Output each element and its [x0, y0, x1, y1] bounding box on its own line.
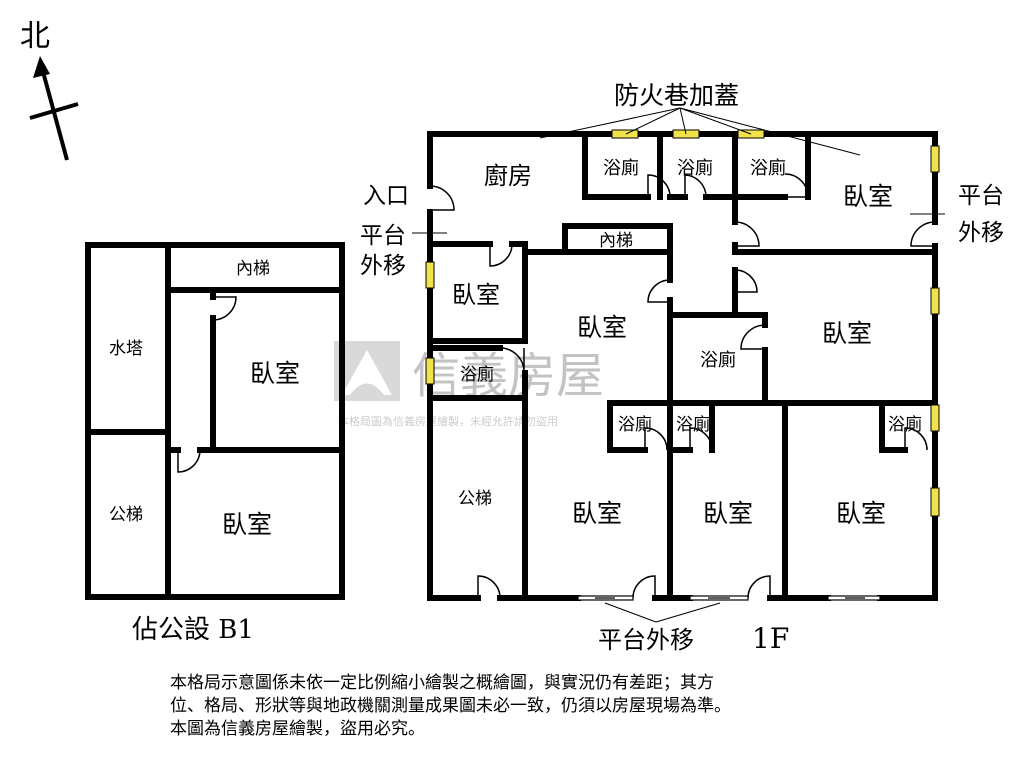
disclaimer-line-1: 本格局示意圖係未依一定比例縮小繪製之概繪圖，與實況仍有差距；其方: [170, 673, 714, 693]
door-bedroom-center-icon: [647, 279, 671, 303]
door-bath-top2-icon: [684, 174, 707, 198]
label-1f-inner-stairs: 內梯: [599, 231, 633, 251]
label-bedroom-center: 臥室: [577, 313, 627, 342]
door-bedroom-left-icon: [489, 243, 513, 267]
compass: 北: [20, 19, 79, 161]
label-bedroom-left-small: 臥室: [452, 281, 500, 309]
b1-door-upper-icon: [212, 296, 237, 321]
label-b1-inner-stairs: 內梯: [236, 259, 270, 279]
window-icon: [611, 129, 639, 139]
label-water-tower: 水塔: [109, 339, 143, 359]
b1-outer-wall: [85, 242, 345, 600]
1f-labels: 防火巷加蓋 入口 平台 外移 平台 外移 平台外移 廚房 浴廁 浴廁 浴廁 臥室…: [360, 81, 1004, 655]
door-bedroom-bottom2-icon: [747, 575, 771, 599]
label-bedroom-right: 臥室: [822, 319, 872, 348]
door-bath-mid-icon: [740, 324, 766, 350]
door-public-stairs-icon: [477, 575, 501, 599]
label-platform-right-line1: 平台: [958, 183, 1004, 209]
disclaimer-line-3: 本圖為信義房屋繪製，盜用必究。: [170, 719, 425, 739]
label-bath-mid: 浴廁: [700, 349, 736, 371]
door-corridor-icon: [734, 221, 760, 247]
b1-floor: [85, 242, 345, 600]
watermark: 信義房屋 本格局圖為信義房屋繪製，未經允許請勿盜用: [334, 341, 604, 428]
label-bath-top-1: 浴廁: [603, 157, 639, 179]
window-icon: [930, 404, 940, 432]
b1-doors: [177, 296, 237, 473]
door-bath-top1-icon: [647, 174, 671, 198]
disclaimer-line-2: 位、格局、形狀等與地政機關測量成果圖未必一致，仍須以房屋現場為準。: [170, 696, 731, 716]
label-bedroom-top-right: 臥室: [843, 182, 893, 211]
b1-labels: 水塔 內梯 臥室 公梯 臥室 佔公設 B1: [109, 259, 300, 645]
door-bedroom-right-icon: [734, 269, 758, 293]
1f-doors: [429, 173, 936, 599]
label-bath-lower-1: 浴廁: [618, 414, 652, 435]
label-b1-bedroom-lower: 臥室: [222, 510, 272, 539]
window-icon: [425, 357, 435, 385]
door-bath-lower2-icon: [689, 427, 713, 451]
label-bedroom-bottom-2: 臥室: [703, 499, 753, 528]
caption-1f: 1F: [752, 622, 789, 655]
label-bath-lower-2: 浴廁: [676, 414, 710, 435]
door-bedroom-topright-icon: [910, 221, 936, 247]
label-platform-left-line2: 外移: [360, 253, 406, 279]
label-entrance: 入口: [363, 183, 409, 209]
window-icon: [930, 287, 940, 315]
label-1f-public-stairs: 公梯: [458, 489, 492, 509]
compass-cross-bar: [29, 102, 79, 120]
leader-lines: [412, 107, 945, 623]
label-platform-left-line1: 平台: [360, 223, 406, 249]
b1-door-lower-icon: [177, 449, 201, 473]
label-b1-bedroom-upper: 臥室: [250, 359, 300, 388]
label-platform-bottom: 平台外移: [598, 626, 694, 654]
caption-b1: 佔公設 B1: [132, 615, 254, 645]
label-bath-top-3: 浴廁: [750, 157, 786, 179]
door-bath-left-icon: [499, 347, 525, 373]
door-bedroom-bottom1-icon: [632, 575, 656, 599]
label-b1-public-stairs: 公梯: [109, 505, 143, 525]
label-bedroom-bottom-1: 臥室: [572, 499, 622, 528]
label-platform-right-line2: 外移: [958, 220, 1004, 246]
window-icon: [425, 261, 435, 289]
label-bath-lower-3: 浴廁: [888, 414, 922, 435]
watermark-logo-mark: [342, 350, 392, 395]
north-arrow-shaft: [40, 67, 69, 161]
disclaimer: 本格局示意圖係未依一定比例縮小繪製之概繪圖，與實況仍有差距；其方 位、格局、形狀…: [170, 672, 930, 741]
label-bedroom-bottom-3: 臥室: [836, 499, 886, 528]
window-icon: [930, 145, 940, 173]
door-bath-lower3-icon: [904, 427, 928, 451]
window-icon: [930, 487, 940, 517]
door-bath-lower1-icon: [644, 427, 668, 451]
label-kitchen: 廚房: [484, 162, 532, 190]
label-fire-lane: 防火巷加蓋: [614, 81, 739, 110]
entrance-door-icon: [429, 185, 455, 211]
watermark-notice: 本格局圖為信義房屋繪製，未經允許請勿盜用: [338, 414, 558, 428]
bottom-sliding-windows: [577, 595, 881, 601]
watermark-brand: 信義房屋: [412, 348, 604, 404]
label-bath-left: 浴廁: [460, 364, 494, 385]
north-label: 北: [20, 19, 50, 54]
north-arrow-head-icon: [33, 56, 50, 78]
label-bath-top-2: 浴廁: [677, 157, 713, 179]
door-bath-top3-icon: [784, 173, 809, 198]
